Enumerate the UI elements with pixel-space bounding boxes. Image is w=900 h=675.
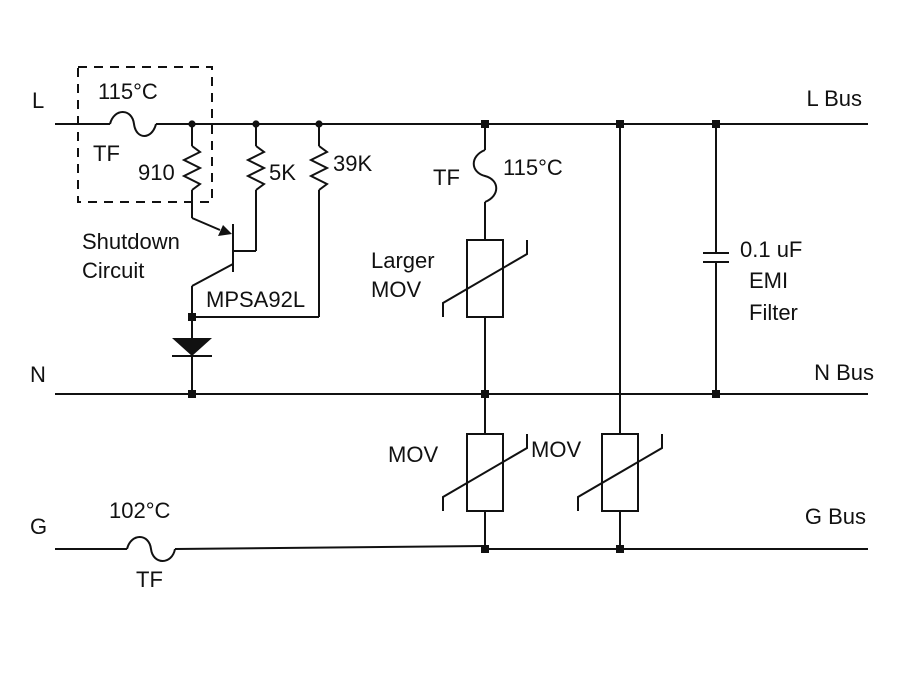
mov-l-g-label: MOV xyxy=(531,437,581,462)
resistor-39k-label: 39K xyxy=(333,151,372,176)
mov-fuse-temp: 115°C xyxy=(503,155,563,180)
l-bus-label: L Bus xyxy=(807,86,862,111)
resistor-39k xyxy=(308,145,330,191)
resistor-5k-label: 5K xyxy=(269,160,296,185)
shutdown-thermal-fuse xyxy=(109,111,157,137)
emi-capacitor xyxy=(703,124,729,394)
shutdown-circuit xyxy=(172,124,330,394)
ground-fuse-temp: 102°C xyxy=(109,498,171,523)
emi-label-1: 0.1 uF xyxy=(740,237,802,262)
junction xyxy=(188,390,196,398)
junction xyxy=(481,120,489,128)
emitter-arrow xyxy=(218,225,232,236)
mov-n-g-label: MOV xyxy=(388,442,438,467)
resistor-910 xyxy=(181,145,203,191)
junctions xyxy=(188,120,720,553)
junction xyxy=(481,390,489,398)
emi-label-2: EMI xyxy=(749,268,788,293)
junction xyxy=(616,120,624,128)
junction xyxy=(712,120,720,128)
ln-branch xyxy=(442,124,528,549)
larger-mov-label-1: Larger xyxy=(371,248,435,273)
mov-thermal-fuse xyxy=(472,149,498,203)
resistor-5k xyxy=(245,145,267,191)
larger-mov-label-2: MOV xyxy=(371,277,421,302)
g-rail-label: G xyxy=(30,514,47,539)
junction xyxy=(616,545,624,553)
emi-label-3: Filter xyxy=(749,300,798,325)
l-rail xyxy=(55,111,868,137)
junction xyxy=(188,120,196,128)
shutdown-circuit-label-2: Circuit xyxy=(82,258,144,283)
junction xyxy=(712,390,720,398)
shutdown-fuse-label: TF xyxy=(93,141,120,166)
diode xyxy=(172,338,212,356)
junction xyxy=(188,313,196,321)
resistor-910-label: 910 xyxy=(138,160,175,185)
ground-fuse-label: TF xyxy=(136,567,163,592)
l-rail-label: L xyxy=(32,88,44,113)
transistor-label: MPSA92L xyxy=(206,287,305,312)
g-bus-label: G Bus xyxy=(805,504,866,529)
shutdown-circuit-label-1: Shutdown xyxy=(82,229,180,254)
g-rail xyxy=(55,536,868,562)
ground-thermal-fuse xyxy=(126,536,176,562)
thermal-enclosure xyxy=(77,66,213,203)
n-rail-label: N xyxy=(30,362,46,387)
n-bus-label: N Bus xyxy=(814,360,874,385)
lg-branch xyxy=(577,124,663,549)
junction xyxy=(481,545,489,553)
shutdown-fuse-temp: 115°C xyxy=(98,79,158,104)
mov-fuse-label: TF xyxy=(433,165,460,190)
junction xyxy=(252,120,260,128)
junction xyxy=(315,120,323,128)
